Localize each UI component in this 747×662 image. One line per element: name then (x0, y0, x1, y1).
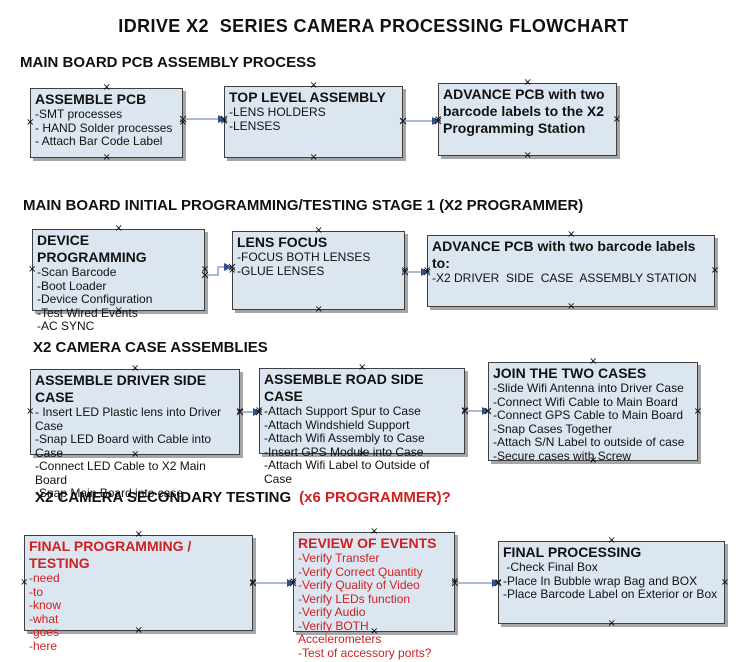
handle-icon: × (434, 113, 443, 125)
box-items: -Attach Support Spur to Case-Attach Wind… (264, 404, 433, 486)
handle-icon: × (102, 152, 111, 163)
handle-icon: × (358, 362, 367, 373)
box-items: -SMT processes- HAND Solder processes- A… (35, 107, 173, 148)
handle-icon: × (523, 77, 532, 88)
arrow-lens-focus-to-advance-icon (401, 268, 431, 276)
box-title: REVIEW OF EVENTS (298, 535, 437, 551)
box-items: -Verify Transfer-Verify Correct Quantity… (298, 551, 432, 660)
box-items: - Insert LED Plastic lens into Driver Ca… (35, 405, 225, 500)
flow-box-lens-focus: × × × × LENS FOCUS -FOCUS BOTH LENSES-GL… (228, 226, 409, 315)
box-title: ASSEMBLE DRIVER SIDE CASE (35, 372, 211, 405)
box-items: -FOCUS BOTH LENSES-GLUE LENSES (237, 250, 371, 278)
handle-icon: × (370, 626, 379, 637)
handle-icon: × (102, 82, 111, 93)
page-title: IDRIVE X2 SERIES CAMERA PROCESSING FLOWC… (118, 16, 629, 36)
box-items: -X2 DRIVER SIDE CASE ASSEMBLY STATION (432, 271, 697, 285)
handle-icon: × (200, 264, 209, 275)
flow-box-advance-to-case-assembly: × × × × ADVANCE PCB with two barcode lab… (423, 230, 719, 312)
section-heading-black-text: X2 CAMERA SECONDARY TESTING (35, 489, 292, 506)
handle-icon: × (607, 618, 616, 629)
flow-box-final-programming-testing: × × × × FINAL PROGRAMMING / TESTING -nee… (20, 530, 257, 653)
box-title: ADVANCE PCB with two barcode labels to: (432, 238, 700, 271)
box-items: -LENS HOLDERS-LENSES (229, 105, 326, 133)
box-title: FINAL PROCESSING (503, 544, 642, 560)
flow-box-join-the-two-cases: × × × × JOIN THE TWO CASES -Slide Wifi A… (484, 357, 702, 466)
handle-icon: × (28, 264, 37, 275)
handle-icon: × (314, 304, 323, 315)
handle-icon: × (423, 265, 432, 276)
box-title: TOP LEVEL ASSEMBLY (229, 89, 386, 105)
handle-icon: × (131, 363, 140, 374)
box-items: -Scan Barcode-Boot Loader-Device Configu… (37, 265, 153, 333)
box-title: DEVICE PROGRAMMING (37, 232, 147, 265)
handle-icon: × (289, 576, 298, 587)
flow-box-device-programming: × × × × DEVICE PROGRAMMING -Scan Barcode… (28, 224, 209, 333)
handle-icon: × (523, 150, 532, 161)
flow-box-assemble-road-side-case: × × × × ASSEMBLE ROAD SIDE CASE -Attach … (255, 363, 469, 486)
flow-box-final-processing: × × × × FINAL PROCESSING -Check Final Bo… (494, 536, 729, 629)
handle-icon: × (228, 264, 237, 276)
arrow-assemble-pcb-to-top-level-icon (179, 115, 228, 123)
handle-icon: × (710, 265, 719, 276)
handle-icon: × (114, 305, 123, 316)
flow-box-assemble-driver-side-case: × × × × ASSEMBLE DRIVER SIDE CASE - Inse… (26, 364, 244, 500)
handle-icon: × (178, 117, 187, 128)
handle-icon: × (358, 448, 367, 459)
handle-icon: × (567, 229, 576, 240)
box-title: JOIN THE TWO CASES (493, 365, 647, 381)
handle-icon: × (309, 80, 318, 91)
flow-box-assemble-pcb: × × × × ASSEMBLE PCB -SMT processes- HAN… (26, 83, 187, 163)
section-heading-secondary-testing: X2 CAMERA SECONDARY TESTING (x6 PROGRAMME… (35, 489, 451, 506)
handle-icon: × (309, 152, 318, 163)
handle-icon: × (134, 529, 143, 540)
arrow-driver-case-to-road-case-icon (236, 408, 263, 416)
arrow-road-case-to-join-cases-icon (461, 407, 492, 415)
arrow-device-programming-to-lens-focus-icon (201, 263, 236, 279)
box-items: -Slide Wifi Antenna into Driver Case-Con… (493, 381, 685, 463)
box-items: -Check Final Box-Place In Bubble wrap Ba… (503, 560, 718, 601)
section-heading-initial-programming: MAIN BOARD INITIAL PROGRAMMING/TESTING S… (23, 197, 584, 214)
handle-icon: × (131, 449, 140, 460)
box-title: ASSEMBLE ROAD SIDE CASE (264, 371, 428, 404)
handle-icon: × (26, 406, 35, 417)
arrow-top-level-to-advance-icon (399, 117, 442, 125)
arrow-review-to-final-processing-icon (451, 579, 502, 587)
handle-icon: × (589, 356, 598, 367)
flow-box-top-level-assembly: × × × × TOP LEVEL ASSEMBLY -LENS HOLDERS… (220, 81, 407, 163)
arrow-final-programming-to-review-icon (249, 579, 297, 587)
handle-icon: × (720, 576, 729, 588)
handle-icon: × (114, 223, 123, 234)
box-title: FINAL PROGRAMMING / TESTING (29, 538, 196, 571)
handle-icon: × (255, 405, 264, 416)
handle-icon: × (589, 455, 598, 466)
handle-icon: × (20, 577, 29, 588)
handle-icon: × (220, 116, 229, 127)
handle-icon: × (693, 405, 702, 417)
handle-icon: × (134, 625, 143, 636)
section-heading-red-text: (x6 PROGRAMMER)? (299, 489, 451, 506)
box-title: ASSEMBLE PCB (35, 91, 147, 107)
box-title: ADVANCE PCB with two barcode labels to t… (443, 86, 609, 136)
handle-icon: × (26, 117, 35, 128)
handle-icon: × (400, 264, 409, 276)
flow-box-review-of-events: × × × × REVIEW OF EVENTS -Verify Transfe… (289, 527, 459, 660)
handle-icon: × (450, 576, 459, 587)
box-title: LENS FOCUS (237, 234, 328, 250)
section-heading-case-assemblies: X2 CAMERA CASE ASSEMBLIES (33, 339, 268, 356)
handle-icon: × (567, 301, 576, 312)
handle-icon: × (314, 225, 323, 236)
handle-icon: × (612, 113, 621, 125)
section-heading-pcb-assembly: MAIN BOARD PCB ASSEMBLY PROCESS (20, 54, 317, 71)
flow-box-advance-to-programming-station: × × × × ADVANCE PCB with two barcode lab… (434, 78, 621, 161)
handle-icon: × (607, 535, 616, 546)
handle-icon: × (494, 576, 503, 588)
box-items: -need-to-know-what-goes-here (29, 571, 62, 653)
handle-icon: × (370, 526, 379, 537)
